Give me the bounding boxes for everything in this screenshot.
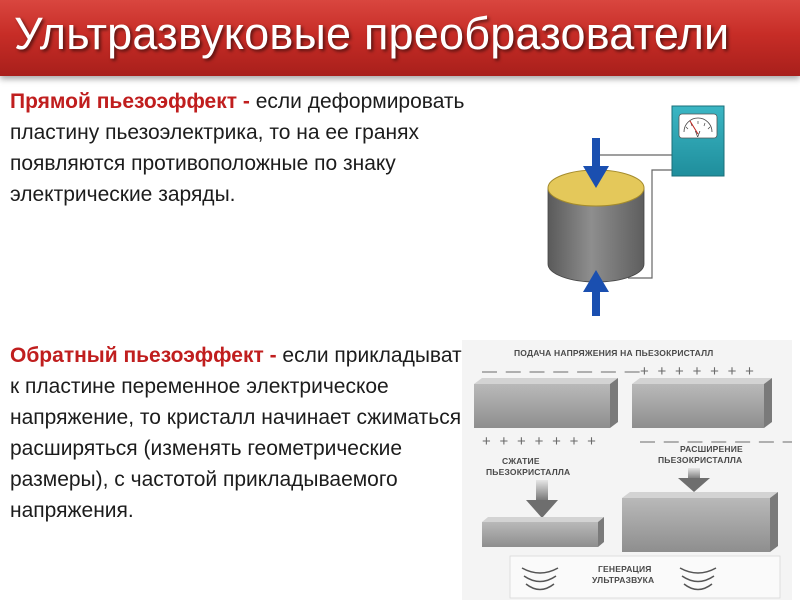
plate-expanded [622, 492, 778, 552]
compress-label-line1: СЖАТИЕ [502, 456, 540, 466]
signs-mid-left: + + + + + + + [482, 433, 598, 450]
signs-top-right: + + + + + + + [640, 363, 756, 380]
expand-arrow [678, 468, 710, 492]
title-bar: Ультразвуковые преобразователи [0, 0, 800, 76]
direct-effect-text: если деформировать пластину пьезоэлектри… [10, 90, 465, 206]
plate-left [474, 378, 618, 428]
ultrasound-panel: ГЕНЕРАЦИЯ УЛЬТРАЗВУКА [509, 555, 781, 599]
force-arrow-up [583, 270, 609, 316]
bottom-wire [628, 169, 672, 279]
voltmeter-symbol: V [695, 130, 701, 139]
inverse-effect-dash: - [269, 344, 277, 367]
signs-top-left: — — — — — — — [482, 363, 642, 380]
compress-label-line2: ПЬЕЗОКРИСТАЛЛА [486, 467, 570, 477]
expand-label-line1: РАСШИРЕНИЕ [680, 444, 743, 454]
direct-effect-dash: - [242, 90, 250, 113]
expand-label-line2: ПЬЕЗОКРИСТАЛЛА [658, 455, 742, 465]
direct-effect-term: Прямой пьезоэффект [10, 90, 238, 113]
inverse-effect-text: если прикладывать к пластине переменное … [10, 344, 479, 522]
direct-effect-paragraph: Прямой пьезоэффект - если деформировать … [10, 86, 480, 210]
inverse-effect-paragraph: Обратный пьезоэффект - если прикладывать… [10, 340, 480, 526]
voltmeter: V [671, 105, 725, 177]
generation-label-line2: УЛЬТРАЗВУКА [592, 575, 654, 585]
force-arrow-down [583, 138, 609, 188]
voltage-heading: ПОДАЧА НАПРЯЖЕНИЯ НА ПЬЕЗОКРИСТАЛЛ [514, 348, 713, 358]
plate-compressed [482, 517, 604, 547]
signs-mid-right: — — — — — — — [640, 433, 792, 450]
compress-arrow [526, 480, 558, 518]
direct-effect-illustration: V [547, 105, 725, 316]
inverse-effect-term: Обратный пьезоэффект [10, 344, 264, 367]
inverse-effect-illustration: ПОДАЧА НАПРЯЖЕНИЯ НА ПЬЕЗОКРИСТАЛЛ — — —… [462, 340, 792, 600]
plate-right [632, 378, 772, 428]
generation-label-line1: ГЕНЕРАЦИЯ [598, 564, 652, 574]
slide-title: Ультразвуковые преобразователи [14, 8, 730, 59]
